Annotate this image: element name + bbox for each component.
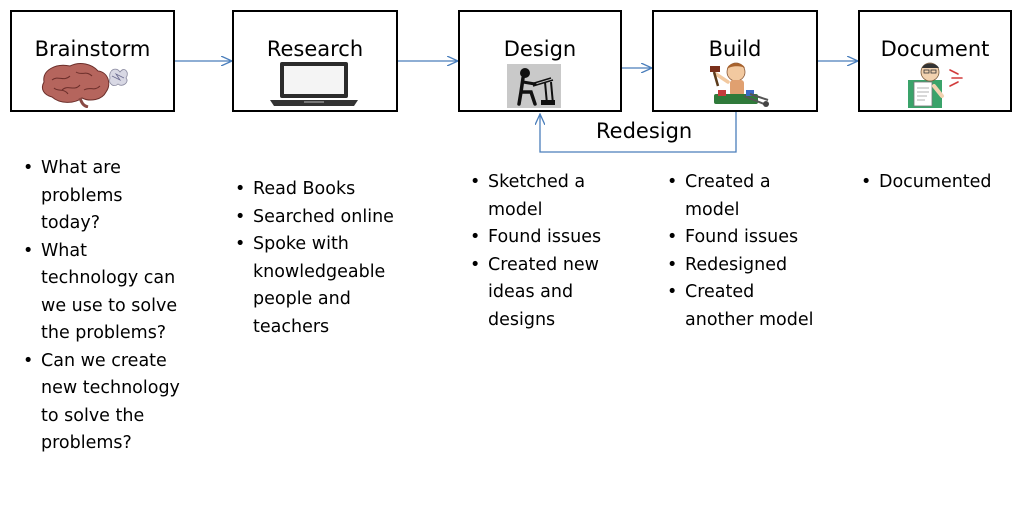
research-bullet-list: Read Books Searched online Spoke with kn… (235, 176, 405, 341)
list-item: Created another model (667, 279, 827, 334)
list-item: Can we create new technology to solve th… (23, 348, 183, 458)
step-box-document: Document (858, 10, 1012, 112)
person-writing-icon (908, 62, 963, 108)
step-title-design: Design (503, 37, 577, 61)
step-box-build: Build (652, 10, 818, 112)
list-item: Read Books (235, 176, 405, 204)
step-title-brainstorm: Brainstorm (34, 37, 151, 61)
list-item: What technology can we use to solve the … (23, 238, 183, 348)
document-bullet-list: Documented (861, 169, 1011, 197)
list-item: What are problems today? (23, 155, 183, 238)
list-item: Searched online (235, 204, 405, 232)
step-box-design: Design (458, 10, 622, 112)
step-title-build: Build (708, 37, 762, 61)
brainstorm-bullet-list: What are problems today? What technology… (23, 155, 183, 458)
build-bullet-list: Created a model Found issues Redesigned … (667, 169, 827, 334)
step-title-research: Research (266, 37, 364, 61)
list-item: Sketched a model (470, 169, 625, 224)
list-item: Redesigned (667, 252, 827, 280)
builder-with-hammer-icon (710, 62, 769, 107)
step-box-brainstorm: Brainstorm (10, 10, 175, 112)
redesign-feedback-arrow (540, 112, 737, 153)
brain-icon (41, 63, 128, 108)
step-title-document: Document (880, 37, 990, 61)
list-item: Spoke with knowledgeable people and teac… (235, 231, 405, 341)
list-item: Created a model (667, 169, 827, 224)
list-item: Documented (861, 169, 1011, 197)
design-bullet-list: Sketched a model Found issues Created ne… (470, 169, 625, 334)
step-box-research: Research (232, 10, 398, 112)
list-item: Created new ideas and designs (470, 252, 625, 335)
list-item: Found issues (667, 224, 827, 252)
laptop-icon (270, 62, 358, 106)
redesign-label: Redesign (596, 119, 693, 143)
designer-at-desk-icon (507, 64, 561, 108)
list-item: Found issues (470, 224, 625, 252)
